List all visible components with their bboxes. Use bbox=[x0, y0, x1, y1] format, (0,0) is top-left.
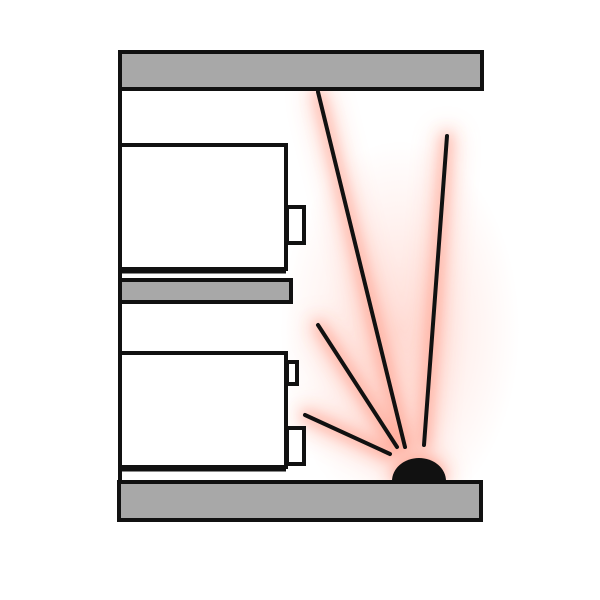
bottom-shelf bbox=[117, 480, 483, 522]
rays bbox=[303, 90, 449, 456]
ray-long-left bbox=[316, 90, 407, 449]
middle-shelf bbox=[118, 278, 293, 304]
lower-battery-terminal-top bbox=[285, 360, 299, 386]
glow-haze bbox=[280, 140, 520, 520]
top-shelf bbox=[118, 50, 484, 91]
ray-short bbox=[303, 413, 392, 456]
lower-battery-terminal-bottom bbox=[285, 426, 306, 466]
upper-battery bbox=[118, 143, 306, 274]
ray-long-right bbox=[422, 134, 449, 447]
light-source-dome bbox=[392, 458, 446, 481]
upper-battery-terminal bbox=[285, 205, 306, 245]
lower-battery-body bbox=[118, 351, 288, 469]
lower-battery bbox=[118, 351, 306, 472]
ray-middle bbox=[316, 323, 399, 449]
upper-battery-body bbox=[118, 143, 288, 271]
